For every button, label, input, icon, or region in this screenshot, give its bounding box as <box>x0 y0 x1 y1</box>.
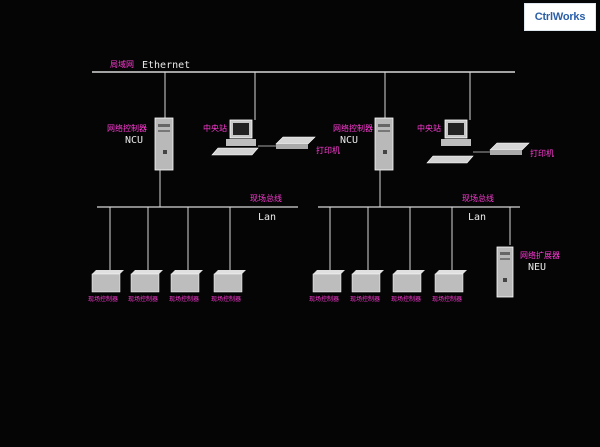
right-printer-label: 打印机 <box>530 148 554 158</box>
right-lan-label: Lan <box>468 212 486 223</box>
neu-label-cn: 网络扩展器 <box>520 250 560 260</box>
left-controller-label-4: 现场控制器 <box>211 295 241 303</box>
right-controller-box-3 <box>392 270 425 293</box>
left-printer-label: 打印机 <box>316 145 340 155</box>
left-controller-label-3: 现场控制器 <box>169 295 199 303</box>
left-lan-label: Lan <box>258 212 276 223</box>
right-station-computer <box>426 119 474 164</box>
left-fieldbus-label: 现场总线 <box>250 193 282 203</box>
right-controller-label-1: 现场控制器 <box>309 295 339 303</box>
right-fieldbus-label: 现场总线 <box>462 193 494 203</box>
left-controller-box-2 <box>130 270 163 293</box>
left-ncu-label-en: NCU <box>125 135 143 146</box>
left-controller-box-3 <box>170 270 203 293</box>
right-ncu-label-cn: 网络控制器 <box>333 123 373 133</box>
left-controller-label-2: 现场控制器 <box>128 295 158 303</box>
right-ncu-label-en: NCU <box>340 135 358 146</box>
right-station-label: 中央站 <box>417 123 441 133</box>
ctrlworks-logo: CtrlWorks <box>524 3 596 31</box>
left-ncu-label-cn: 网络控制器 <box>107 123 147 133</box>
logo-text: CtrlWorks <box>534 11 586 23</box>
right-printer <box>489 142 530 155</box>
left-controller-label-1: 现场控制器 <box>88 295 118 303</box>
left-controller-box-1 <box>91 270 124 293</box>
left-printer <box>275 136 316 149</box>
left-station-label: 中央站 <box>203 123 227 133</box>
right-ncu-device <box>374 117 394 171</box>
right-controller-box-2 <box>351 270 384 293</box>
left-controllers: 现场控制器 现场控制器 现场控制器 现场控制器 <box>88 207 246 303</box>
left-ncu-device <box>154 117 174 171</box>
right-controller-label-2: 现场控制器 <box>350 295 380 303</box>
right-controller-label-4: 现场控制器 <box>432 295 462 303</box>
right-controllers: 现场控制器 现场控制器 现场控制器 现场控制器 <box>309 207 467 303</box>
left-controller-box-4 <box>213 270 246 293</box>
right-controller-label-3: 现场控制器 <box>391 295 421 303</box>
ethernet-label-en: Ethernet <box>142 60 190 71</box>
left-station-computer <box>211 119 259 156</box>
neu-label-en: NEU <box>528 262 546 273</box>
ethernet-label-cn: 局域网 <box>110 59 134 69</box>
right-controller-box-4 <box>434 270 467 293</box>
neu-device <box>496 246 514 298</box>
right-controller-box-1 <box>312 270 345 293</box>
